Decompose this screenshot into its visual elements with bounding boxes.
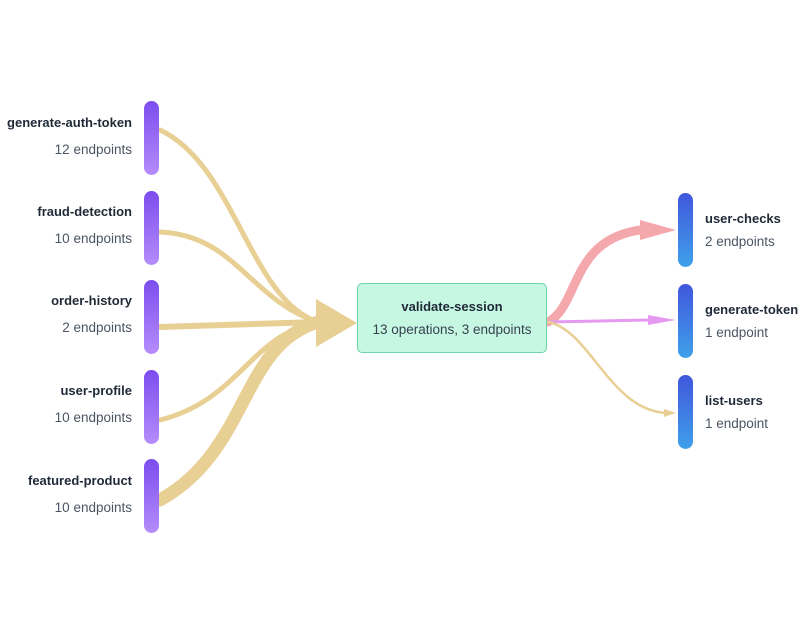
flow-featured-product (153, 315, 325, 507)
source-name-featured-product: featured-product (28, 473, 132, 488)
source-detail-order-history: 2 endpoints (62, 320, 132, 335)
flow-generate-auth-token (157, 127, 321, 325)
target-name-list-users: list-users (705, 393, 763, 408)
target-detail-generate-token: 1 endpoint (705, 325, 769, 340)
source-detail-featured-product: 10 endpoints (54, 500, 132, 515)
flow-list-users (546, 320, 668, 415)
target-detail-list-users: 1 endpoint (705, 416, 769, 431)
source-detail-fraud-detection: 10 endpoints (54, 231, 132, 246)
inflow-arrowhead (316, 299, 357, 347)
flow-order-history (157, 319, 321, 330)
target-detail-user-checks: 2 endpoints (705, 234, 775, 249)
arrowhead-user-checks (640, 220, 676, 240)
flow-fraud-detection (157, 229, 321, 325)
source-name-user-profile: user-profile (60, 383, 132, 398)
target-name-generate-token: generate-token (705, 302, 799, 317)
flow-user-checks (543, 225, 645, 327)
center-node-detail: 13 operations, 3 endpoints (372, 322, 532, 337)
source-name-order-history: order-history (51, 293, 132, 308)
source-detail-user-profile: 10 endpoints (54, 410, 132, 425)
arrowhead-generate-token (648, 315, 676, 325)
target-name-user-checks: user-checks (705, 211, 781, 226)
arrowhead-list-users (664, 409, 676, 417)
center-node-name: validate-session (401, 299, 503, 314)
target-bar-list-users[interactable] (678, 375, 693, 449)
flow-generate-token (546, 318, 652, 324)
center-node[interactable]: validate-session 13 operations, 3 endpoi… (357, 283, 547, 353)
source-bar-featured-product[interactable] (144, 459, 159, 533)
source-name-generate-auth-token: generate-auth-token (7, 115, 132, 130)
source-name-fraud-detection: fraud-detection (37, 204, 132, 219)
target-bar-user-checks[interactable] (678, 193, 693, 267)
source-bar-generate-auth-token[interactable] (144, 101, 159, 175)
source-bar-order-history[interactable] (144, 280, 159, 354)
source-bar-fraud-detection[interactable] (144, 191, 159, 265)
target-bar-generate-token[interactable] (678, 284, 693, 358)
source-bar-user-profile[interactable] (144, 370, 159, 444)
source-detail-generate-auth-token: 12 endpoints (54, 142, 132, 157)
